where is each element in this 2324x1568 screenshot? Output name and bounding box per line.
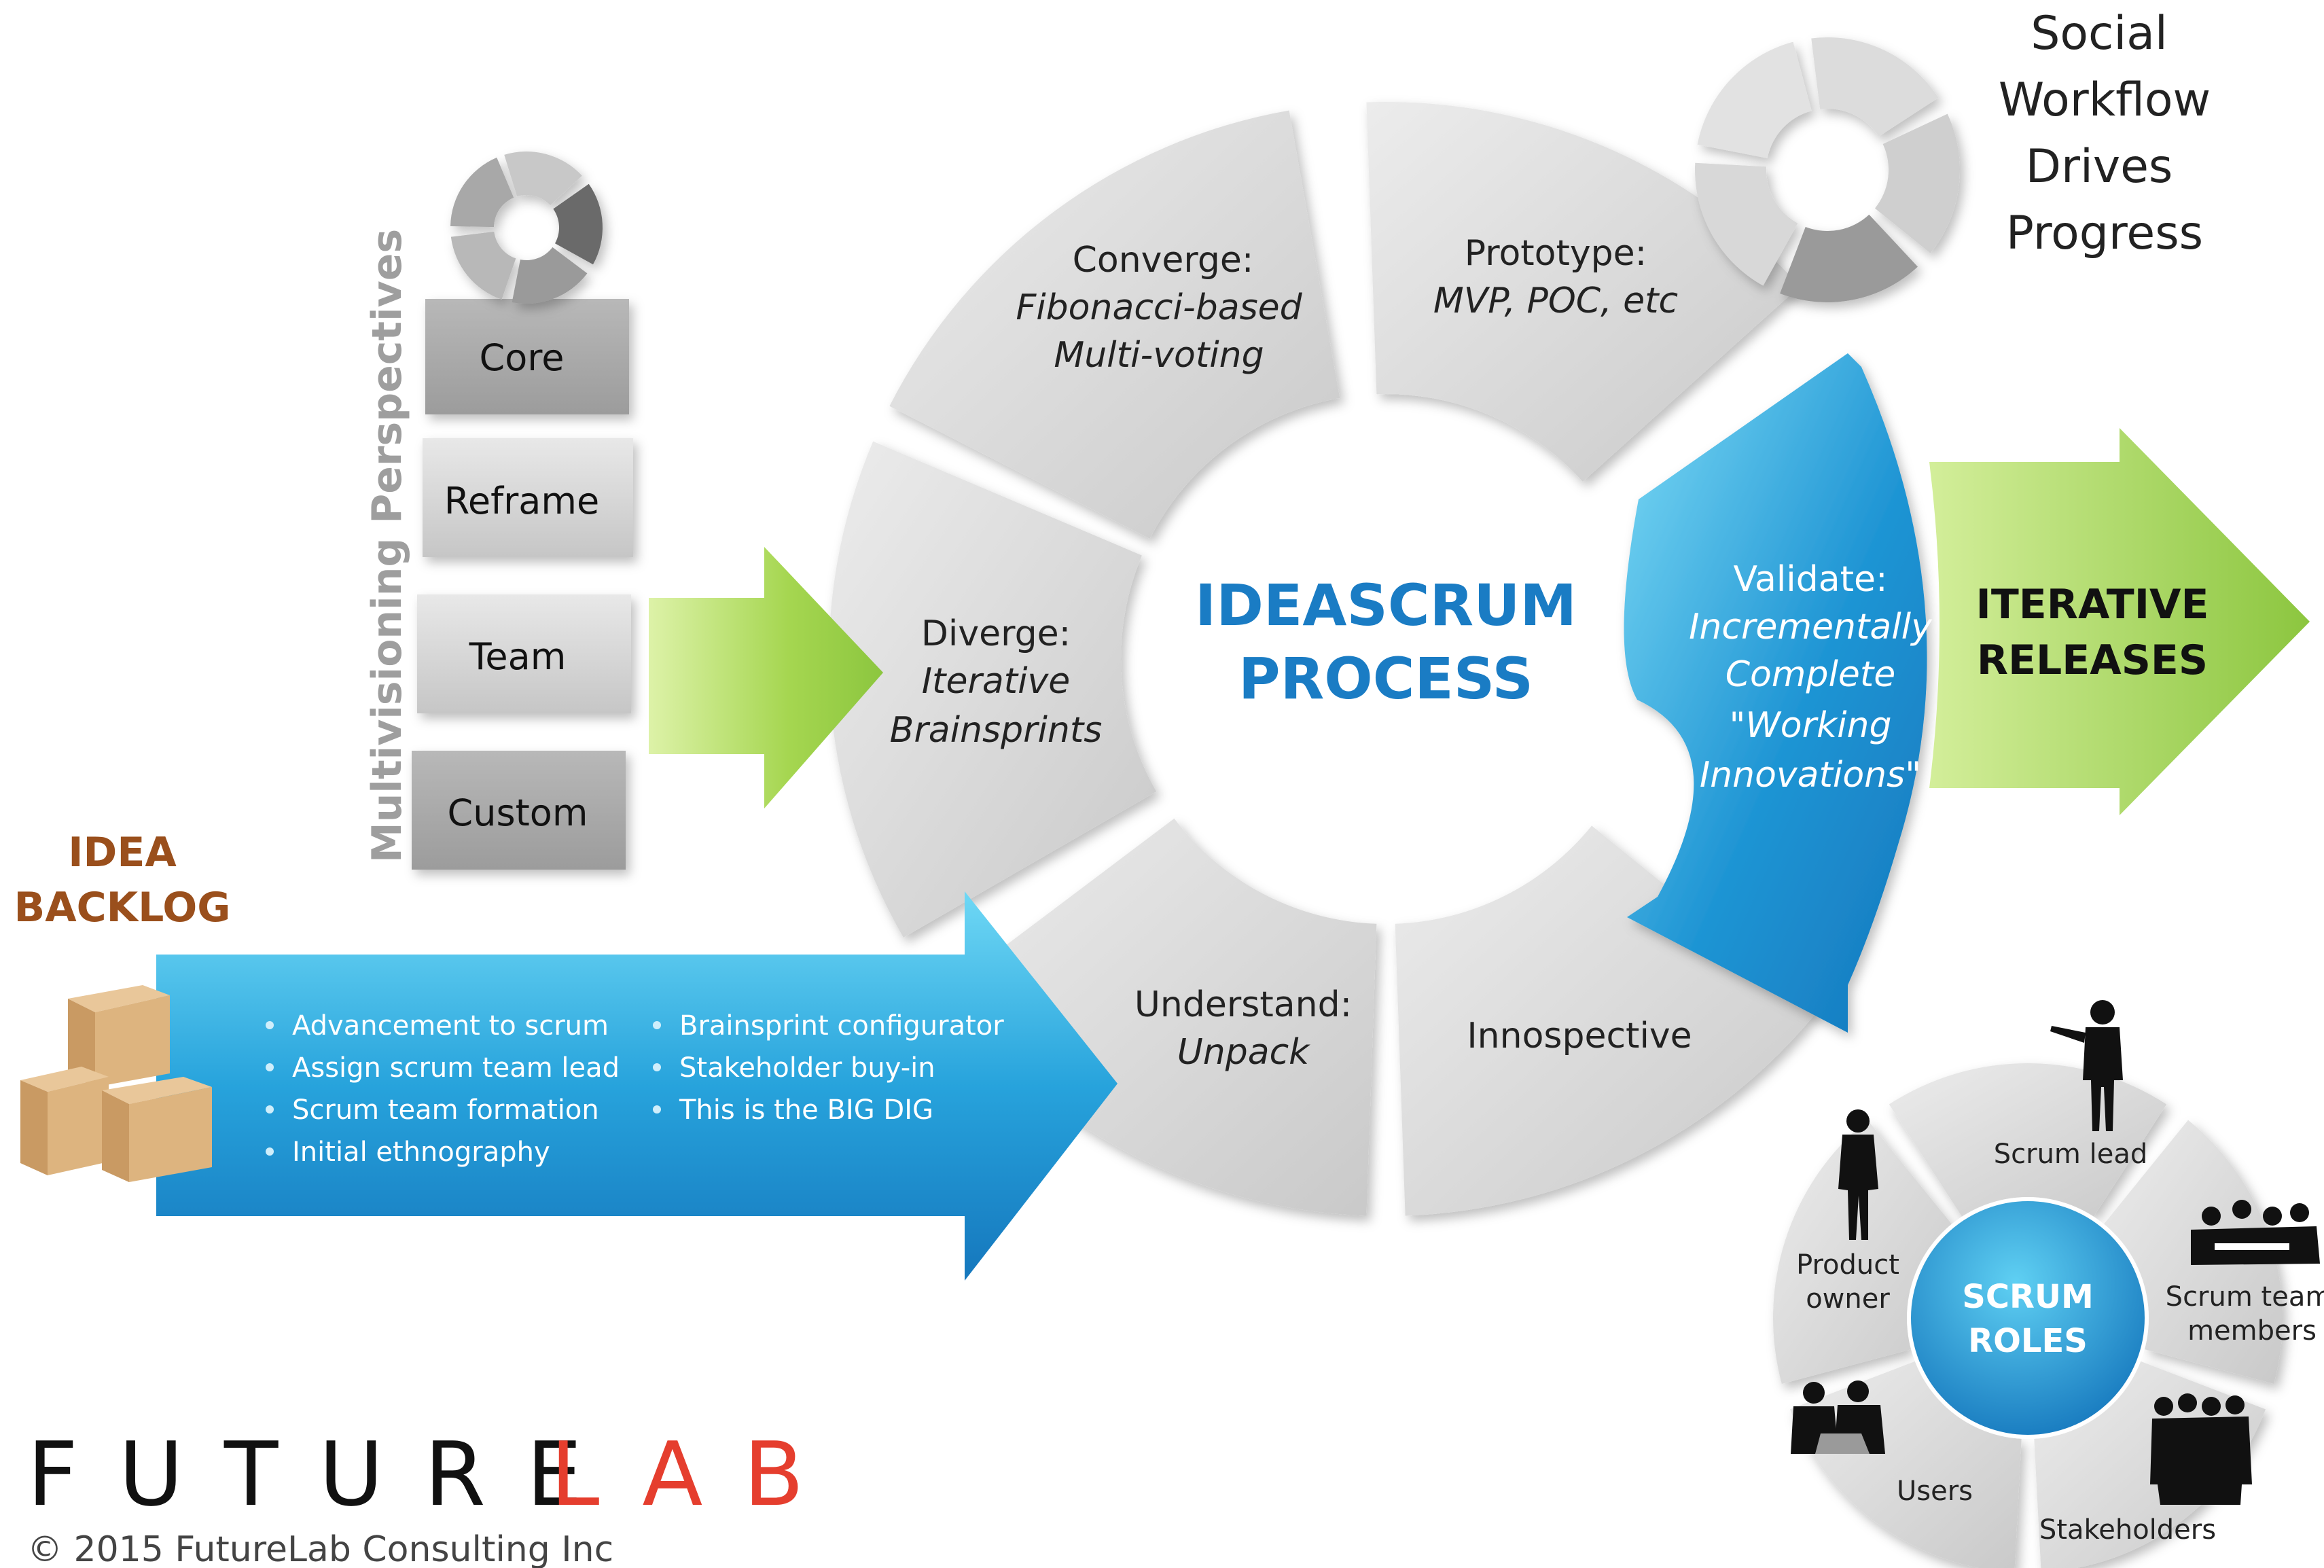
perspective-box-core [425,299,629,414]
role-users: Users [1897,1476,1973,1507]
phase-converge-sub1: Fibonacci-based [1016,287,1302,328]
cycle-segment-2 [553,183,603,265]
backlog-bullet-left-1: Advancement to scrum [292,1010,609,1041]
social-segment-3 [1780,214,1918,303]
releases-line2: RELEASES [1977,637,2208,684]
role-scrum-team-line2: members [2187,1315,2317,1347]
social-workflow-text: Social Workflow Drives Progress [1999,7,2211,260]
futurelab-logo: FUTURE LAB [27,1423,845,1526]
phase-diverge: Diverge: Iterative Brainsprints [890,613,1103,751]
social-segment-1 [1811,37,1939,137]
perspective-reframe-label: Reframe [444,480,599,522]
phase-prototype-sub1: MVP, POC, etc [1433,281,1678,321]
backlog-bullet-left-3: Scrum team formation [292,1094,599,1126]
phase-converge-label: Converge: [1073,240,1254,281]
scrum-roles-center [1907,1197,2149,1439]
product-owner-silhouette-icon [1838,1109,1878,1240]
phase-converge-sub2: Multi-voting [1054,335,1264,376]
scrum-team-silhouette-icon [2191,1200,2320,1265]
process-title-line2: PROCESS [1238,645,1533,712]
perspective-custom-label: Custom [448,791,588,834]
perspectives-input-arrow [649,547,883,808]
social-segment-4 [1695,162,1798,286]
validate-arrow [1624,353,1927,1033]
phase-diverge-sub2: Brainsprints [890,710,1103,751]
role-scrum-lead: Scrum lead [1994,1139,2147,1170]
backlog-title-line1: IDEA [68,829,177,876]
cycle-segment-5 [450,157,514,228]
phase-validate-sub2: Complete [1726,654,1896,695]
phase-validate-sub3: "Working [1729,705,1891,746]
perspective-box-custom [412,751,626,870]
scrum-roles-center-line2: ROLES [1968,1322,2088,1360]
phase-diverge-sub1: Iterative [922,661,1071,702]
perspective-team-label: Team [469,635,567,678]
copyright: © 2015 FutureLab Consulting Inc [27,1529,613,1568]
phase-innospective: Innospective [1467,1016,1692,1056]
phase-understand: Understand: Unpack [1134,984,1352,1073]
segment-innospective [1395,825,1819,1216]
social-line3: Drives [2026,140,2173,194]
perspective-core-label: Core [480,336,565,379]
phase-validate-sub1: Incrementally [1689,607,1933,647]
role-stakeholders: Stakeholders [2039,1514,2216,1546]
phase-validate: Validate: Incrementally Complete "Workin… [1689,559,1933,796]
phase-converge: Converge: Fibonacci-based Multi-voting [1016,240,1302,376]
backlog-bullet-right-1: Brainsprint configurator [679,1010,1004,1041]
phase-understand-label: Understand: [1134,984,1352,1025]
phase-innospective-label: Innospective [1467,1016,1692,1056]
phase-diverge-label: Diverge: [921,613,1071,654]
segment-understand [941,818,1377,1216]
backlog-title-line2: BACKLOG [14,884,230,931]
cycle-segment-1 [504,151,582,206]
iterative-releases-arrow [1929,428,2310,815]
releases-line1: ITERATIVE [1976,581,2209,628]
scrum-role-labels: Scrum lead Scrum team members Stakeholde… [1796,1139,2324,1546]
social-line2: Workflow [1999,73,2211,127]
backlog-bullet-right-3: This is the BIG DIG [679,1094,933,1126]
cycle-icon [450,151,603,304]
logo-lab: LAB [550,1423,845,1526]
social-segment-2 [1874,113,1960,253]
segment-diverge [828,441,1157,938]
backlog-bullet-right-2: Stakeholder buy-in [679,1052,935,1084]
process-ring [828,102,1819,1216]
social-line4: Progress [2006,207,2203,260]
backlog-bullets: Advancement to scrum Assign scrum team l… [266,1010,1004,1168]
backlog-bullet-left-2: Assign scrum team lead [292,1052,620,1084]
boxes-icon [20,985,212,1182]
perspective-box-reframe [423,438,633,557]
backlog-bullet-left-4: Initial ethnography [292,1137,550,1168]
backlog-arrow [156,891,1118,1281]
users-silhouette-icon [1791,1380,1885,1454]
social-segment-5 [1697,41,1812,158]
phase-prototype: Prototype: MVP, POC, etc [1433,233,1678,321]
phase-understand-sub1: Unpack [1177,1032,1310,1073]
stakeholders-silhouette-icon [2150,1393,2252,1505]
perspectives-stack: Core Reframe Team Custom [412,299,633,870]
role-product-owner-line1: Product [1796,1249,1899,1281]
role-scrum-team-line1: Scrum team [2166,1281,2324,1313]
social-cycle-icon [1695,37,1960,303]
scrum-lead-silhouette-icon [2050,1000,2123,1131]
segment-prototype [1366,102,1800,482]
cycle-segment-3 [512,247,588,304]
phase-validate-sub4: Innovations" [1700,755,1921,796]
social-line1: Social [2031,7,2168,60]
process-title-line1: IDEASCRUM [1195,572,1577,639]
phase-prototype-label: Prototype: [1465,233,1647,274]
perspectives-vertical-label: Multivisioning Perspectives [363,229,411,863]
perspective-box-team [417,594,631,713]
cycle-segment-4 [450,231,516,300]
phase-validate-label: Validate: [1733,559,1887,600]
logo-future: FUTURE [27,1423,623,1526]
segment-converge [889,110,1340,539]
role-segment-product-owner [1773,1120,1952,1385]
scrum-roles-center-line1: SCRUM [1962,1278,2094,1316]
role-product-owner-line2: owner [1806,1283,1890,1315]
